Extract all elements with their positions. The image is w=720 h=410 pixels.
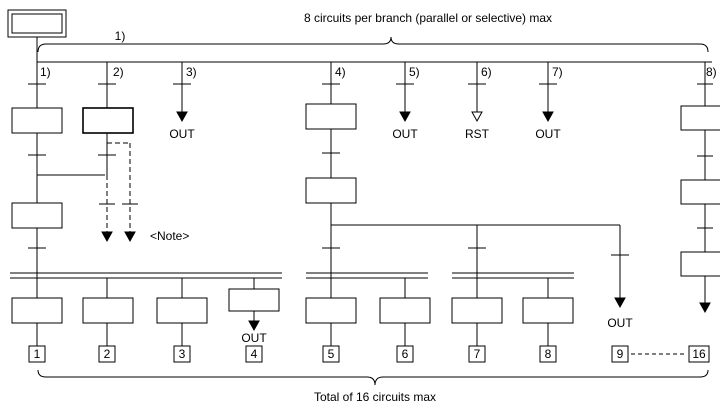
- branch-4: [305, 62, 629, 309]
- branch-8: [680, 62, 720, 314]
- output-label-5: OUT: [392, 127, 418, 141]
- branch-1: [11, 62, 105, 278]
- circuit-number-2: 2: [104, 347, 111, 361]
- parallel-junction-left: [10, 272, 282, 279]
- initial-step: [7, 9, 67, 38]
- note-dashed-branch: [106, 142, 131, 232]
- branch-label-5: 5): [409, 65, 420, 79]
- circuit-number-7: 7: [474, 347, 481, 361]
- branch-label-6: 6): [481, 65, 492, 79]
- circuit-number-6: 6: [402, 347, 409, 361]
- branch-2: [82, 62, 134, 175]
- branch-label-4: 4): [335, 65, 346, 79]
- brace-label: 1): [115, 29, 126, 43]
- branch-label-8: 8): [706, 65, 717, 79]
- reset-label-6: RST: [465, 127, 490, 141]
- circuit-number-8: 8: [545, 347, 552, 361]
- branch-5: [396, 62, 414, 123]
- circuit-number-1: 1: [34, 347, 41, 361]
- parallel-junction-mid: [306, 272, 428, 279]
- total-circuits-note: Total of 16 circuits max: [314, 390, 436, 404]
- branch-6: [468, 62, 486, 123]
- output-label-mid: OUT: [607, 316, 633, 330]
- branch-7: [539, 62, 557, 123]
- branch-label-3: 3): [186, 65, 197, 79]
- circuit-number-3: 3: [179, 347, 186, 361]
- note-label: <Note>: [150, 229, 189, 243]
- output-label-3: OUT: [169, 127, 195, 141]
- top-brace: [37, 36, 709, 53]
- circuit-number-5: 5: [328, 347, 335, 361]
- branch-limit-note: 8 circuits per branch (parallel or selec…: [304, 11, 552, 25]
- bottom-brace: [37, 369, 709, 386]
- parallel-junction-right: [452, 272, 574, 279]
- branch-3: [173, 62, 191, 123]
- output-label-7: OUT: [535, 127, 561, 141]
- circuit-number-16: 16: [692, 347, 706, 361]
- circuit-number-9: 9: [617, 347, 624, 361]
- branch-label-1: 1): [40, 65, 51, 79]
- branch-label-2: 2): [113, 65, 124, 79]
- branch-label-7: 7): [552, 65, 563, 79]
- output-label-4: OUT: [241, 331, 267, 345]
- bottom-steps: [11, 288, 574, 324]
- circuit-number-boxes: [28, 345, 710, 363]
- circuit-number-4: 4: [251, 347, 258, 361]
